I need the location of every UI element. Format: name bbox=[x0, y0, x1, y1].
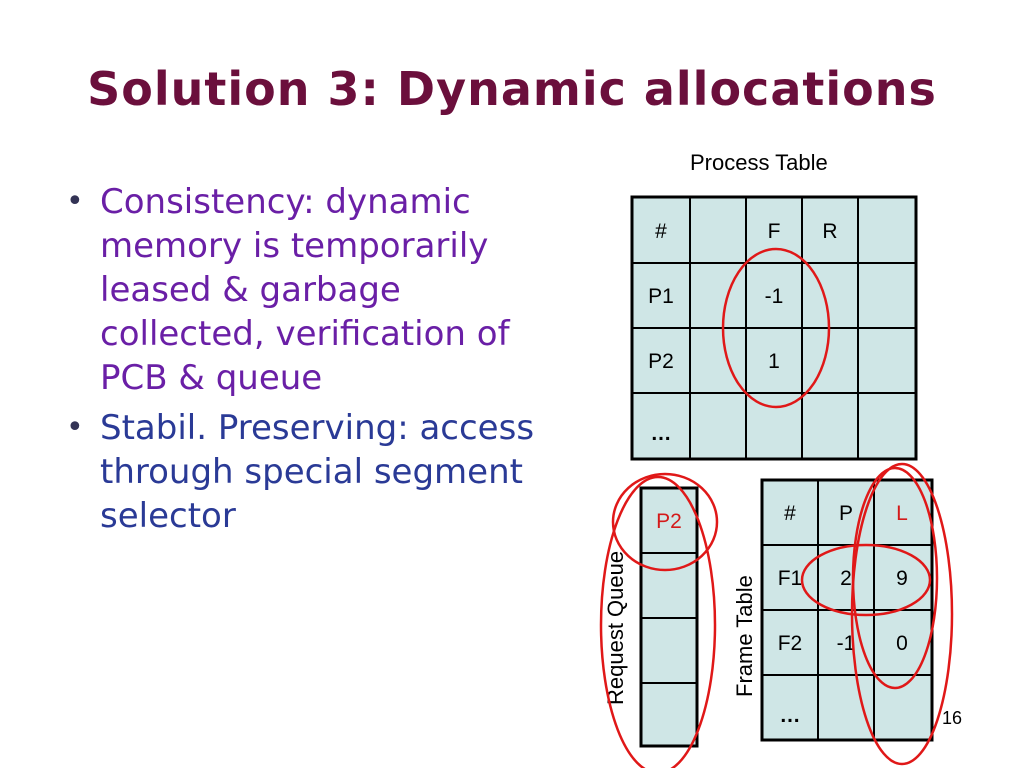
frame-table-cell: -1 bbox=[837, 632, 856, 655]
frame-table-caption: Frame Table bbox=[732, 575, 757, 697]
highlight-ellipse-l-column bbox=[850, 462, 954, 766]
process-table-cell: 1 bbox=[768, 350, 780, 373]
frame-table-cell: F2 bbox=[778, 632, 803, 655]
request-queue-cell: P2 bbox=[656, 510, 682, 533]
bullet-item-stability: • Stabil. Preserving: access through spe… bbox=[66, 406, 566, 538]
frame-table-header-cell: P bbox=[839, 502, 853, 525]
page-number: 16 bbox=[942, 708, 962, 728]
slide-title: Solution 3: Dynamic allocations bbox=[87, 62, 937, 116]
process-table-header-cell: F bbox=[768, 220, 781, 243]
bullet-list: • Consistency: dynamic memory is tempora… bbox=[66, 180, 566, 544]
process-table-header-cell: # bbox=[655, 220, 667, 243]
frame-table-cell: … bbox=[780, 704, 801, 727]
request-queue-caption: Request Queue bbox=[603, 551, 628, 705]
process-table-grid bbox=[632, 197, 916, 459]
process-table-cell: … bbox=[651, 422, 672, 445]
request-queue-grid bbox=[641, 552, 697, 684]
process-table-cell: -1 bbox=[765, 285, 784, 308]
highlight-ellipse-queue bbox=[599, 475, 717, 768]
frame-table-cell: 9 bbox=[896, 567, 908, 590]
process-table: # F R P1 -1 P2 1 … bbox=[630, 195, 918, 461]
frame-table-cell: 0 bbox=[896, 632, 908, 655]
bullet-text: Stabil. Preserving: access through speci… bbox=[100, 408, 535, 536]
process-table-header-cell: R bbox=[822, 220, 837, 243]
frame-table-header-cell: # bbox=[784, 502, 796, 525]
frame-table-grid bbox=[762, 480, 932, 740]
bullet-dot-icon: • bbox=[66, 410, 84, 445]
process-table-caption: Process Table bbox=[690, 150, 828, 175]
bullet-text: Consistency: dynamic memory is temporari… bbox=[100, 182, 510, 398]
request-queue: P2 Request Queue bbox=[599, 472, 719, 768]
frame-table-cell: 2 bbox=[840, 567, 852, 590]
frame-table: # P L F1 2 9 F2 -1 0 … Frame Table bbox=[732, 462, 954, 766]
process-table-cell: P1 bbox=[648, 285, 674, 308]
process-table-cell: P2 bbox=[648, 350, 674, 373]
highlight-ellipse-queue-head bbox=[611, 472, 719, 572]
bullet-dot-icon: • bbox=[66, 184, 84, 219]
bullet-item-consistency: • Consistency: dynamic memory is tempora… bbox=[66, 180, 566, 400]
frame-table-cell: F1 bbox=[778, 567, 803, 590]
frame-table-header-cell: L bbox=[896, 502, 908, 525]
highlight-ellipse-f-column bbox=[721, 247, 831, 409]
highlight-ellipse-f1-row bbox=[800, 543, 932, 617]
